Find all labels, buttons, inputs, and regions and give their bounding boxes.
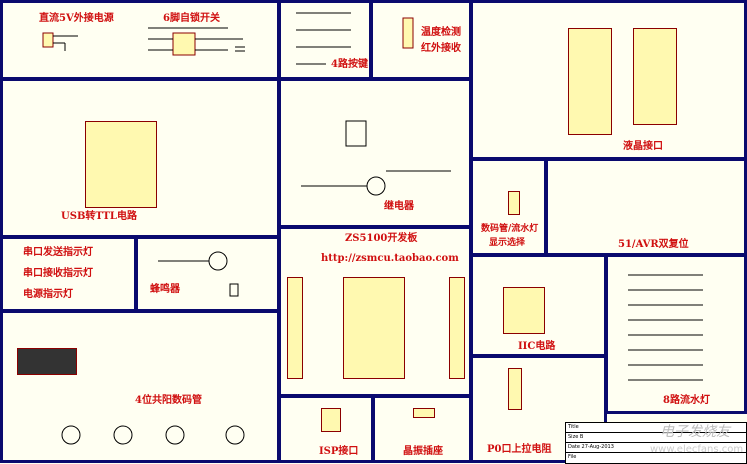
panel-iic: IIC电路 bbox=[470, 254, 607, 357]
label-temp: 温度检测 bbox=[421, 27, 461, 38]
watermark-url: www.elecfans.com bbox=[650, 444, 744, 455]
panel-power: 直流5V外接电源 6脚自锁开关 bbox=[0, 0, 280, 80]
panel-mcu: ZS5100开发板 http://zsmcu.taobao.com bbox=[278, 226, 472, 397]
watermark-logo: 电子发烧友 bbox=[660, 424, 730, 440]
file-row: File bbox=[568, 454, 577, 460]
label-crystal: 晶振插座 bbox=[403, 446, 443, 457]
label-display-select-1: 数码管/流水灯 bbox=[481, 224, 539, 234]
buzzer-schematic bbox=[158, 251, 239, 297]
crystal-socket bbox=[413, 408, 435, 418]
label-power-led: 电源指示灯 bbox=[23, 289, 73, 300]
select-jumper bbox=[508, 191, 520, 215]
power-schematic bbox=[42, 27, 245, 56]
board-url: http://zsmcu.taobao.com bbox=[321, 253, 459, 264]
pl2303-chip bbox=[85, 121, 157, 208]
label-display-select-2: 显示选择 bbox=[489, 238, 526, 248]
size-row: Size B bbox=[566, 433, 746, 443]
at24c02-chip bbox=[503, 287, 545, 334]
isp-connector bbox=[321, 408, 341, 432]
panel-relay: 继电器 bbox=[278, 78, 472, 228]
header-left bbox=[287, 277, 303, 379]
label-dc-power: 直流5V外接电源 bbox=[39, 13, 114, 24]
panel-led8: 8路流水灯 bbox=[605, 254, 747, 414]
label-p0: P0口上拉电阻 bbox=[487, 444, 552, 455]
label-seg7: 4位共阳数码管 bbox=[135, 395, 202, 406]
keys-schematic bbox=[296, 12, 351, 65]
label-keys: 4路按键 bbox=[331, 59, 368, 70]
seg7-schematic bbox=[61, 425, 245, 445]
panel-display-select: 数码管/流水灯 显示选择 bbox=[470, 158, 547, 256]
label-reset: 51/AVR双复位 bbox=[618, 239, 689, 250]
label-usb-ttl: USB转TTL电路 bbox=[61, 211, 137, 222]
label-latch-switch: 6脚自锁开关 bbox=[163, 13, 220, 24]
resistor-array bbox=[508, 368, 522, 410]
panel-lcd: 液晶接口 bbox=[470, 0, 747, 160]
seg7-display bbox=[17, 348, 77, 375]
panel-reset: 51/AVR双复位 bbox=[545, 158, 747, 256]
panel-indicators: 串口发送指示灯 串口接收指示灯 电源指示灯 bbox=[0, 236, 137, 312]
label-relay: 继电器 bbox=[384, 201, 414, 212]
label-isp: ISP接口 bbox=[319, 446, 359, 457]
temp-ir-schematic bbox=[402, 17, 414, 49]
panel-isp: ISP接口 bbox=[278, 395, 374, 463]
label-rx-led: 串口接收指示灯 bbox=[23, 268, 93, 279]
panel-crystal: 晶振插座 bbox=[372, 395, 472, 463]
relay-schematic bbox=[301, 120, 451, 196]
panel-seg7: 4位共阳数码管 bbox=[0, 310, 280, 463]
label-tx-led: 串口发送指示灯 bbox=[23, 247, 93, 258]
panel-temp-ir: 温度检测 红外接收 bbox=[370, 0, 472, 80]
title-block: Title Size B Date 27-Aug-2013 File bbox=[565, 422, 747, 464]
date-row: Date 27-Aug-2013 bbox=[566, 443, 746, 453]
panel-buzzer: 蜂鸣器 bbox=[135, 236, 280, 312]
panel-usb-ttl: USB转TTL电路 bbox=[0, 78, 280, 238]
label-lcd: 液晶接口 bbox=[623, 141, 663, 152]
lcd-connector-2 bbox=[633, 28, 677, 125]
led8-schematic bbox=[628, 274, 703, 381]
header-right bbox=[449, 277, 465, 379]
panel-keys: 4路按键 bbox=[278, 0, 372, 80]
label-ir: 红外接收 bbox=[421, 43, 461, 54]
label-buzzer: 蜂鸣器 bbox=[150, 284, 180, 295]
label-iic: IIC电路 bbox=[518, 341, 556, 352]
label-board-title: ZS5100开发板 bbox=[345, 233, 418, 244]
lcd-connector-1 bbox=[568, 28, 612, 135]
label-led8: 8路流水灯 bbox=[663, 395, 710, 406]
mcu-chip bbox=[343, 277, 405, 379]
title-row: Title bbox=[566, 423, 746, 433]
